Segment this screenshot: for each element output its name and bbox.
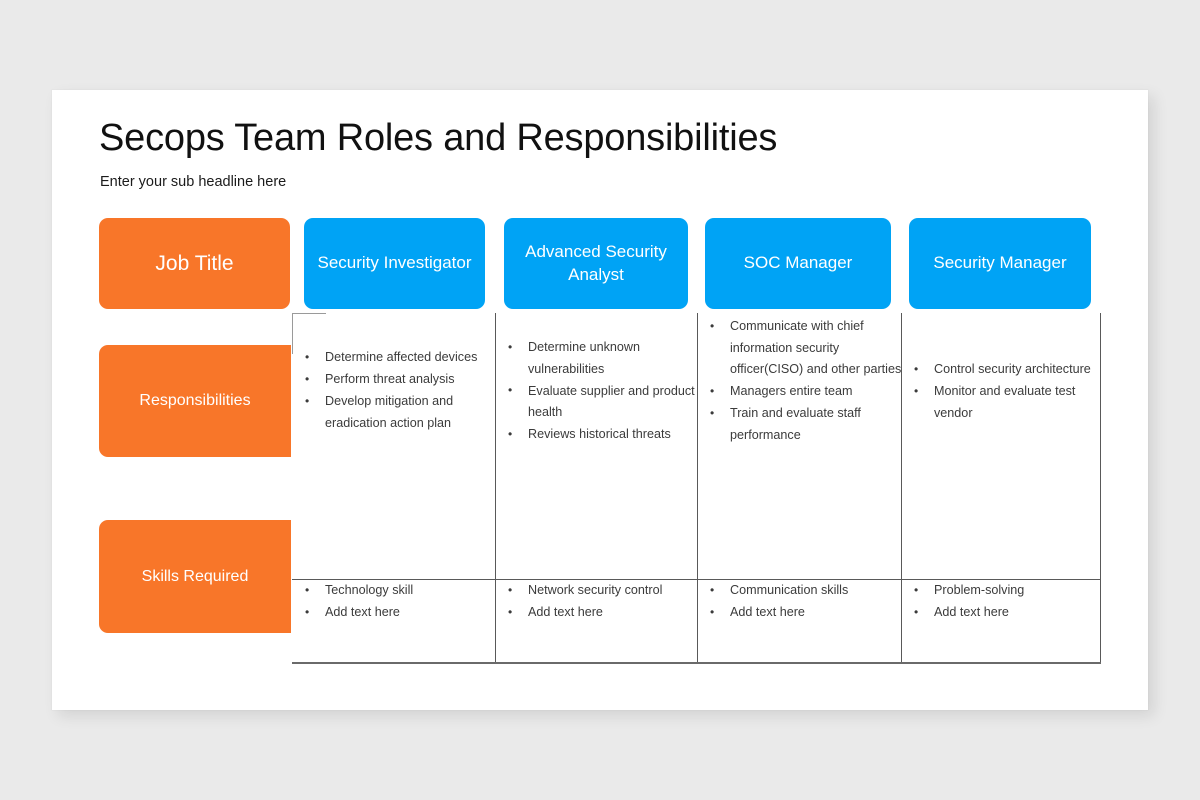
list-item: Add text here: [496, 602, 698, 624]
list-item: Develop mitigation and eradication actio…: [293, 391, 496, 434]
list-item: Determine affected devices: [293, 347, 496, 369]
list-item: Perform threat analysis: [293, 369, 496, 391]
row-label-responsibilities[interactable]: Responsibilities: [99, 345, 291, 457]
list-item: Problem-solving: [902, 580, 1101, 602]
cell-responsibilities-security-manager: Control security architecture Monitor an…: [902, 359, 1101, 425]
list-item: Network security control: [496, 580, 698, 602]
row-label-skills-required[interactable]: Skills Required: [99, 520, 291, 633]
list-item: Add text here: [293, 602, 496, 624]
list-item: Add text here: [902, 602, 1101, 624]
bullet-list: Determine affected devices Perform threa…: [293, 347, 496, 434]
column-divider-2: [697, 313, 698, 663]
table-right-border: [1100, 313, 1101, 663]
cell-skills-soc-manager: Communication skills Add text here: [698, 580, 902, 624]
list-item: Add text here: [698, 602, 902, 624]
bullet-list: Determine unknown vulnerabilities Evalua…: [496, 337, 698, 446]
page-title: Secops Team Roles and Responsibilities: [99, 117, 778, 159]
roles-table: Determine affected devices Perform threa…: [292, 313, 1101, 664]
list-item: Reviews historical threats: [496, 424, 698, 446]
bullet-list: Communication skills Add text here: [698, 580, 902, 624]
column-divider-3: [901, 313, 902, 663]
cell-responsibilities-soc-manager: Communicate with chief information secur…: [698, 316, 902, 447]
table-bottom-border: [292, 662, 1101, 664]
list-item: Technology skill: [293, 580, 496, 602]
bullet-list: Network security control Add text here: [496, 580, 698, 624]
header-chip-security-manager[interactable]: Security Manager: [909, 218, 1091, 309]
table-top-left-stub: [292, 313, 326, 314]
cell-responsibilities-security-investigator: Determine affected devices Perform threa…: [293, 347, 496, 435]
bullet-list: Technology skill Add text here: [293, 580, 496, 624]
list-item: Managers entire team: [698, 381, 902, 403]
bullet-list: Control security architecture Monitor an…: [902, 359, 1101, 424]
bullet-list: Problem-solving Add text here: [902, 580, 1101, 624]
cell-skills-security-manager: Problem-solving Add text here: [902, 580, 1101, 624]
header-chip-advanced-security-analyst[interactable]: Advanced Security Analyst: [504, 218, 688, 309]
cell-responsibilities-advanced-security-analyst: Determine unknown vulnerabilities Evalua…: [496, 337, 698, 446]
column-divider-1: [495, 313, 496, 663]
list-item: Monitor and evaluate test vendor: [902, 381, 1101, 424]
bullet-list: Communicate with chief information secur…: [698, 316, 902, 446]
list-item: Communication skills: [698, 580, 902, 602]
list-item: Communicate with chief information secur…: [698, 316, 902, 381]
header-chip-soc-manager[interactable]: SOC Manager: [705, 218, 891, 309]
page-subtitle: Enter your sub headline here: [100, 174, 287, 190]
list-item: Determine unknown vulnerabilities: [496, 337, 698, 380]
list-item: Train and evaluate staff performance: [698, 403, 902, 446]
slide-canvas: Secops Team Roles and Responsibilities E…: [52, 90, 1148, 710]
cell-skills-security-investigator: Technology skill Add text here: [293, 580, 496, 624]
header-chip-security-investigator[interactable]: Security Investigator: [304, 218, 485, 309]
list-item: Control security architecture: [902, 359, 1101, 381]
table-left-stub: [292, 313, 293, 354]
list-item: Evaluate supplier and product health: [496, 380, 698, 424]
header-chip-job-title[interactable]: Job Title: [99, 218, 290, 309]
cell-skills-advanced-security-analyst: Network security control Add text here: [496, 580, 698, 624]
